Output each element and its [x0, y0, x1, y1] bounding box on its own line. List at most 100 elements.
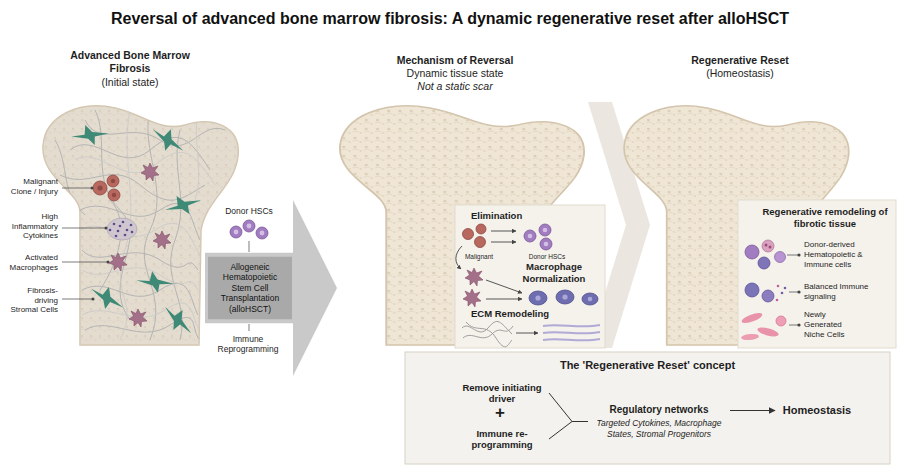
reset-figure	[776, 299, 779, 302]
plus-sign: +	[488, 404, 512, 422]
ecm-figure	[466, 322, 512, 347]
leader-line	[62, 299, 93, 300]
network-node: Regulatory networksTargeted Cytokines, M…	[588, 404, 730, 439]
donor-hsc	[234, 224, 265, 236]
diagram-title: Reversal of advanced bone marrow fibrosi…	[0, 9, 900, 29]
fibrosis-mesh	[171, 130, 182, 340]
donor-hsc	[260, 231, 265, 236]
donor-hsc	[234, 230, 239, 235]
stromal-cell	[147, 124, 188, 157]
ecm-figure	[543, 332, 600, 333]
reset-figure	[776, 316, 786, 326]
elimination-figure	[540, 238, 552, 250]
section-heading: Macrophage Normalization	[509, 261, 599, 284]
arrow-text: Allogeneic Hematopoietic Stem Cell Trans…	[212, 262, 288, 315]
panel-heading: Regenerative Reset	[660, 54, 820, 67]
macrophage-figure	[486, 280, 522, 299]
malignant-cell	[93, 175, 120, 201]
stromal-cell	[157, 301, 199, 338]
macrophage-figure	[486, 280, 522, 293]
cell-label: Malignant	[459, 253, 499, 261]
reset-figure	[781, 292, 784, 295]
cytokine-cluster	[107, 218, 137, 240]
ecm-figure	[543, 325, 600, 340]
reset-figure	[789, 325, 798, 326]
malignant-cell	[97, 179, 116, 197]
activated-macrophage	[109, 253, 127, 271]
section-heading: Elimination	[471, 210, 551, 222]
stromal-cell	[69, 119, 204, 339]
fibrosis-mesh	[55, 110, 225, 340]
cytokine-cluster	[117, 230, 120, 233]
donor-hsc	[230, 226, 242, 238]
panel-subheading: (Homeostasis)	[660, 67, 820, 80]
macrophage-figure	[588, 297, 593, 302]
activated-macrophage	[141, 163, 159, 181]
elimination-figure	[544, 242, 549, 247]
macrophage-figure	[465, 268, 483, 286]
leader-dot	[91, 187, 110, 301]
cytokine-cluster	[109, 229, 112, 232]
malignant-cell	[112, 193, 116, 197]
macrophage-figure	[562, 294, 567, 299]
leader-line	[62, 262, 108, 263]
cytokine-cluster	[107, 218, 137, 240]
macrophage-figure	[556, 290, 574, 304]
reset-figure	[765, 244, 768, 247]
connector	[549, 393, 588, 422]
callout-label: Fibrosis-driving Stromal Cells	[6, 286, 58, 315]
section-heading: ECM Remodeling	[471, 308, 571, 320]
elimination-figure	[543, 228, 548, 233]
ecm-figure	[543, 339, 600, 340]
panel-subheading: (Initial state)	[62, 76, 198, 89]
reset-figure	[784, 287, 787, 290]
donor-hsc	[243, 220, 255, 232]
mechanism-panel: EliminationMalignantDonor HSCsMacrophage…	[455, 205, 605, 348]
ecm-figure	[462, 321, 512, 334]
outcome-node: Homeostasis	[775, 404, 859, 417]
elimination-figure	[524, 230, 536, 242]
stromal-cell	[135, 268, 174, 296]
reset-figure	[769, 246, 772, 249]
activated-macrophage	[129, 309, 147, 327]
donor-hsc	[247, 224, 252, 229]
stromal-cell	[87, 283, 127, 314]
fibrosis-mesh	[75, 152, 215, 185]
elimination-figure	[463, 224, 487, 248]
concept-box-fill	[405, 352, 890, 464]
ecm-figure	[462, 321, 600, 346]
panel-fill	[405, 200, 896, 464]
connector	[730, 410, 775, 411]
reset-figure	[797, 253, 800, 326]
elimination-figure	[463, 229, 474, 240]
malignant-cell	[111, 179, 115, 183]
fibrosis-mesh	[95, 110, 130, 320]
section-heading: Regenerative remodeling of fibrotic tiss…	[758, 206, 892, 229]
item-label: Balanced Immune signaling	[804, 282, 874, 302]
cytokine-cluster	[126, 229, 129, 232]
cytokine-cluster	[119, 225, 122, 228]
reset-figure	[797, 253, 800, 256]
cytokine-cluster	[130, 224, 133, 227]
callout-label: Malignant Clone / Injury	[6, 177, 58, 196]
callout-label: Activated Macrophages	[6, 253, 58, 272]
elimination-figure	[456, 246, 462, 269]
donor-hsc	[256, 227, 268, 239]
leader-line	[62, 228, 106, 229]
reset-figure	[740, 311, 763, 325]
reset-panel-fill	[738, 200, 896, 348]
step-text: Regulatory networks	[588, 404, 730, 416]
macrophage-figure	[463, 289, 481, 307]
elimination-figure	[476, 224, 486, 234]
stromal-cell	[69, 119, 110, 152]
item-label: Donor-derived Hematopoietic & Immune cel…	[804, 240, 874, 270]
cytokine-cluster	[109, 221, 134, 238]
panel-heading: Advanced Bone Marrow Fibrosis	[62, 49, 198, 75]
macrophage-figure	[529, 290, 598, 305]
activated-macrophage	[109, 163, 171, 327]
donor-hsc	[230, 220, 268, 239]
ecm-figure	[516, 333, 538, 334]
leader-dot	[105, 227, 108, 230]
leader-dot	[92, 298, 95, 301]
reset-figure	[777, 285, 780, 288]
